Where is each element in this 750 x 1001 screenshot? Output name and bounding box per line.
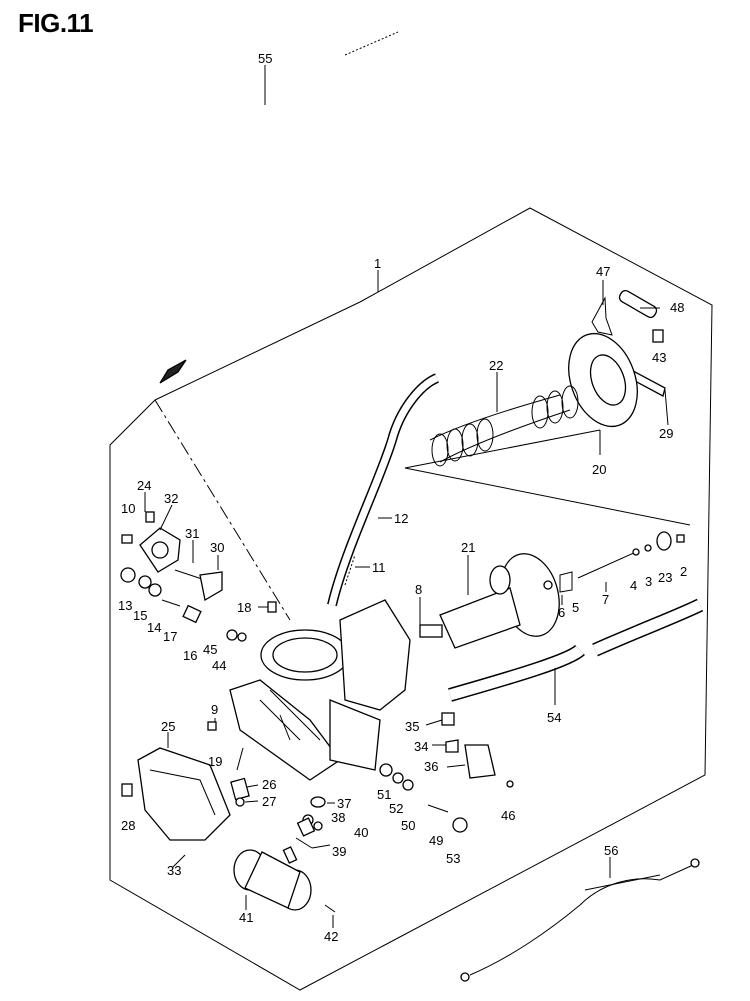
callout-33: 33 bbox=[167, 863, 181, 878]
part-56-cable bbox=[460, 858, 700, 982]
callout-20: 20 bbox=[592, 462, 606, 477]
callout-10: 10 bbox=[121, 501, 135, 516]
callout-12: 12 bbox=[394, 511, 408, 526]
callout-44: 44 bbox=[212, 658, 226, 673]
callout-43: 43 bbox=[652, 350, 666, 365]
callout-22: 22 bbox=[489, 358, 503, 373]
callout-23: 23 bbox=[658, 570, 672, 585]
carburetor-body bbox=[229, 599, 411, 781]
callout-35: 35 bbox=[405, 719, 419, 734]
callout-41: 41 bbox=[239, 910, 253, 925]
callout-1: 1 bbox=[374, 256, 381, 271]
callout-21: 21 bbox=[461, 540, 475, 555]
callout-25: 25 bbox=[161, 719, 175, 734]
callout-34: 34 bbox=[414, 739, 428, 754]
callout-54: 54 bbox=[547, 710, 561, 725]
callout-50: 50 bbox=[401, 818, 415, 833]
part-20-22-cover-spring bbox=[429, 332, 638, 467]
callout-28: 28 bbox=[121, 818, 135, 833]
callout-48: 48 bbox=[670, 300, 684, 315]
part-12-11-hose bbox=[327, 373, 440, 607]
callout-49: 49 bbox=[429, 833, 443, 848]
callout-13: 13 bbox=[118, 598, 132, 613]
callout-53: 53 bbox=[446, 851, 460, 866]
callout-8: 8 bbox=[415, 582, 422, 597]
callout-40: 40 bbox=[354, 825, 368, 840]
leader-lines bbox=[144, 65, 669, 928]
callout-2: 2 bbox=[680, 564, 687, 579]
figure-title: FIG.11 bbox=[18, 8, 94, 38]
callout-18: 18 bbox=[237, 600, 251, 615]
callout-11: 11 bbox=[372, 560, 386, 575]
callout-26: 26 bbox=[262, 777, 276, 792]
callout-6: 6 bbox=[558, 605, 565, 620]
callout-17: 17 bbox=[163, 629, 177, 644]
callout-4: 4 bbox=[630, 578, 637, 593]
parts-bottom-middle bbox=[233, 796, 336, 913]
callout-16: 16 bbox=[183, 648, 197, 663]
callout-46: 46 bbox=[501, 808, 515, 823]
parts-left-small bbox=[120, 511, 277, 642]
parts-bottom-right bbox=[379, 712, 514, 833]
callout-labels: 55 1 47 48 43 22 29 20 24 32 10 12 31 30… bbox=[118, 51, 687, 944]
callout-3: 3 bbox=[645, 574, 652, 589]
part-55-cable bbox=[159, 31, 399, 384]
callout-36: 36 bbox=[424, 759, 438, 774]
callout-9: 9 bbox=[211, 702, 218, 717]
callout-42: 42 bbox=[324, 929, 338, 944]
callout-51: 51 bbox=[377, 787, 391, 802]
callout-56: 56 bbox=[604, 843, 618, 858]
callout-29: 29 bbox=[659, 426, 673, 441]
callout-24: 24 bbox=[137, 478, 151, 493]
callout-27: 27 bbox=[262, 794, 276, 809]
callout-47: 47 bbox=[596, 264, 610, 279]
callout-15: 15 bbox=[133, 608, 147, 623]
callout-31: 31 bbox=[185, 526, 199, 541]
callout-14: 14 bbox=[147, 620, 161, 635]
callout-5: 5 bbox=[572, 600, 579, 615]
callout-30: 30 bbox=[210, 540, 224, 555]
callout-38: 38 bbox=[331, 810, 345, 825]
callout-37: 37 bbox=[337, 796, 351, 811]
parts-bottom-left bbox=[121, 721, 250, 869]
callout-32: 32 bbox=[164, 491, 178, 506]
callout-7: 7 bbox=[602, 592, 609, 607]
callout-55: 55 bbox=[258, 51, 272, 66]
callout-45: 45 bbox=[203, 642, 217, 657]
callout-19: 19 bbox=[208, 754, 222, 769]
parts-2-7-needle-set bbox=[543, 531, 685, 593]
callout-39: 39 bbox=[332, 844, 346, 859]
part-21-piston bbox=[419, 553, 560, 649]
callout-52: 52 bbox=[389, 801, 403, 816]
part-54-hose bbox=[448, 598, 704, 702]
assembly-outline bbox=[109, 207, 713, 991]
